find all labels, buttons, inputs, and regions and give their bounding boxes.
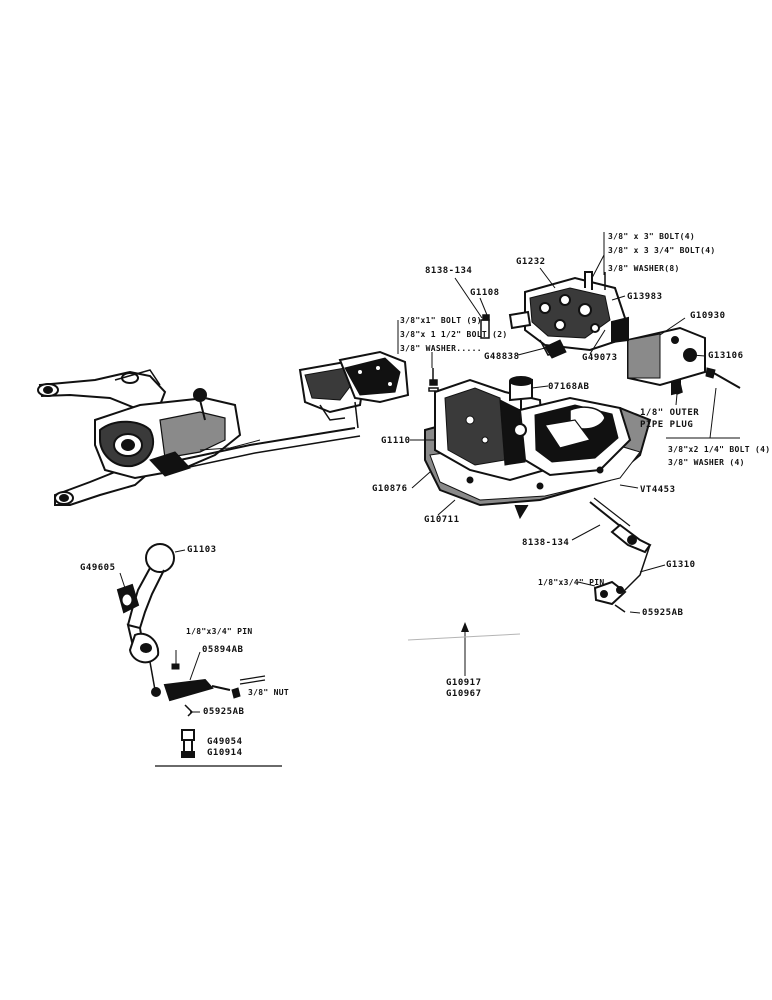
label-washer-top: 3/8" WASHER..... bbox=[400, 344, 482, 353]
label-8138-134-bottom: 8138-134 bbox=[522, 538, 570, 548]
linkage-assembly bbox=[37, 350, 410, 506]
label-pin-right: 1/8"x3/4" PIN bbox=[538, 578, 605, 587]
label-bolt-4-right: 3/8"x2 1/4" BOLT (4) bbox=[668, 445, 771, 454]
label-05925ab-right: 05925AB bbox=[642, 608, 684, 618]
label-g1108: G1108 bbox=[470, 288, 500, 298]
label-07168ab: 07168AB bbox=[548, 382, 590, 392]
label-g10917: G10917 bbox=[446, 678, 482, 688]
label-05925ab-left: 05925AB bbox=[203, 707, 245, 717]
label-washer-8: 3/8" WASHER(8) bbox=[608, 264, 680, 273]
fasteners-loose bbox=[428, 314, 683, 396]
label-g48838: G48838 bbox=[484, 352, 520, 362]
control-valve-upper bbox=[508, 271, 627, 359]
side-valve-body bbox=[611, 316, 741, 396]
label-8138-134-top: 8138-134 bbox=[425, 266, 473, 276]
label-g13983: G13983 bbox=[627, 292, 663, 302]
control-rod bbox=[577, 497, 652, 613]
label-g49054: G49054 bbox=[207, 737, 243, 747]
label-g49073: G49073 bbox=[582, 353, 618, 363]
main-housing bbox=[424, 376, 652, 520]
label-g13106: G13106 bbox=[708, 351, 744, 361]
label-outer-pipe-plug-2: PIPE PLUG bbox=[640, 420, 694, 430]
label-g1310: G1310 bbox=[666, 560, 696, 570]
label-washer-4-right: 3/8" WASHER (4) bbox=[668, 458, 745, 467]
label-outer-pipe-plug-1: 1/8" OUTER bbox=[640, 408, 700, 418]
leader-lines bbox=[119, 232, 740, 767]
label-vt4453: VT4453 bbox=[640, 485, 676, 495]
label-g10930: G10930 bbox=[690, 311, 726, 321]
label-g1232: G1232 bbox=[516, 257, 546, 267]
label-05894ab: 05894AB bbox=[202, 645, 244, 655]
label-g1103: G1103 bbox=[187, 545, 217, 555]
label-bolt-3-3-4: 3/8" x 3 3/4" BOLT(4) bbox=[608, 246, 716, 255]
label-bolt-2: 3/8"x 1 1/2" BOLT (2) bbox=[400, 330, 508, 339]
label-bolt-9: 3/8"x1" BOLT (9) bbox=[400, 316, 482, 325]
label-bolt-3x: 3/8" x 3" BOLT(4) bbox=[608, 232, 695, 241]
label-g10876: G10876 bbox=[372, 484, 408, 494]
label-g1110: G1110 bbox=[381, 436, 411, 446]
arrow-head bbox=[461, 622, 469, 632]
label-g10711: G10711 bbox=[424, 515, 460, 525]
label-g10914: G10914 bbox=[207, 748, 243, 758]
label-g10967: G10967 bbox=[446, 689, 482, 699]
label-nut: 3/8" NUT bbox=[248, 688, 289, 697]
control-lever bbox=[116, 543, 266, 758]
label-g49605: G49605 bbox=[80, 563, 116, 573]
label-pin-left: 1/8"x3/4" PIN bbox=[186, 627, 253, 636]
